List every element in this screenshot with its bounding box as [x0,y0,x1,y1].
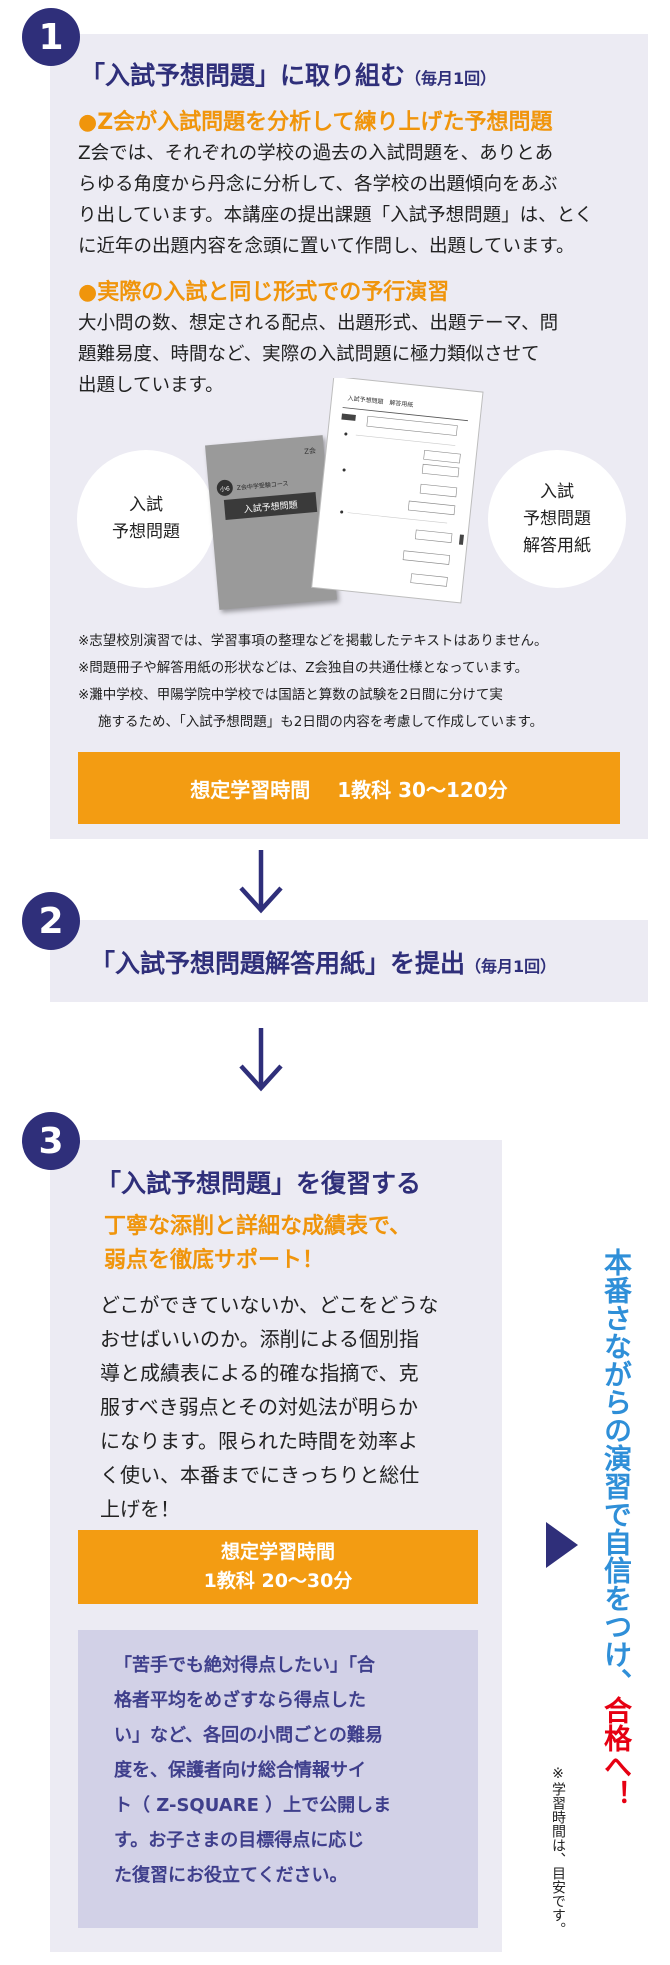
step1-note-1: ※志望校別演習では、学習事項の整理などを掲載したテキストはありません。 [78,633,548,649]
slogan-text: 本番さながらの演習で自信をつけ、 [600,1248,633,1696]
subheading-line: 丁寧な添削と詳細な成績表で、 [104,1214,412,1239]
support-line: い」など、各回の小問ごとの難易 [114,1725,383,1746]
slogan-emphasis: 合格へ！ [600,1696,633,1808]
text-line: になります。限られた時間を効率よ [100,1429,418,1453]
answer-sheet-label: 入試 予想問題 解答用紙 [488,450,626,588]
text-line: 導と成績表による的確な指摘で、克 [100,1361,419,1385]
study-time-text: 想定学習時間 1教科 30〜120分 [190,777,508,802]
step3-title: 「入試予想問題」を復習する [96,1169,422,1198]
text-line: り出しています。本講座の提出課題「入試予想問題」は、とく [78,205,594,226]
step1-title: 「入試予想問題」に取り組む（毎月1回） [80,56,496,92]
label-line: 入試 [540,481,574,502]
study-time-line: 1教科 20〜30分 [203,1570,353,1592]
step1-point1-heading: ●Z会が入試問題を分析して練り上げた予想問題 [78,110,553,135]
text-line: 大小問の数、想定される配点、出題形式、出題テーマ、問 [78,313,559,334]
step3-number-badge: 3 [22,1112,80,1170]
step1-note-2: ※問題冊子や解答用紙の形状などは、Z会独自の共通仕様となっています。 [78,660,529,676]
booklet-grade-badge: 小6 [216,479,234,497]
exam-problems-label: 入試 予想問題 [77,450,215,588]
text-line: 題難易度、時間など、実際の入試問題に極力類似させて [78,344,540,365]
side-slogan: 本番さながらの演習で自信をつけ、合格へ！ [596,1248,636,1808]
support-line: 度を、保護者向け総合情報サイ [114,1760,366,1781]
step2-title: 「入試予想問題解答用紙」を提出（毎月1回） [90,944,556,980]
step1-note-3: ※灘中学校、甲陽学院中学校では国語と算数の試験を2日間に分けて実 [78,687,503,703]
text-line: どこができていないか、どこをどうな [100,1293,439,1317]
booklet-series: Z会中学受験コース [236,480,289,492]
text-line: く使い、本番までにきっちりと総仕 [100,1463,420,1487]
text-line: に近年の出題内容を念頭に置いて作問し、出題しています。 [78,236,575,257]
step2-title-note: （毎月1回） [465,957,557,976]
text-line: 上げを！ [100,1497,180,1521]
text-line: Z会では、それぞれの学校の過去の入試問題を、ありとあ [78,143,554,164]
step3-support-box: 「苦手でも絶対得点したい」「合 格者平均をめざすなら得点した い」など、各回の小… [78,1630,478,1928]
support-line: た復習にお役立てください。 [114,1865,348,1886]
step3-body: どこができていないか、どこをどうな おせばいいのか。添削による個別指 導と成績表… [100,1288,490,1526]
study-time-line: 想定学習時間 [220,1541,335,1563]
text-line: らゆる角度から丹念に分析して、各学校の出題傾向をあぶ [78,174,558,195]
step1-title-note: （毎月1回） [405,69,497,88]
step1-point1-body: Z会では、それぞれの学校の過去の入試問題を、ありとあ らゆる角度から丹念に分析し… [78,138,643,262]
support-line: す。お子さまの目標得点に応じ [114,1830,365,1851]
side-footnote: ※学習時間は、目安です。 [550,1766,566,1936]
label-line: 解答用紙 [523,535,591,556]
subheading-line: 弱点を徹底サポート！ [104,1248,325,1273]
step3-subheading: 丁寧な添削と詳細な成績表で、 弱点を徹底サポート！ [104,1210,411,1278]
step1-note-4: 施するため、「入試予想問題」も2日間の内容を考慮して作成しています。 [98,714,544,730]
support-line: ト（ Z-SQUARE ）上で公開しま [114,1795,392,1816]
label-line: 予想問題 [523,508,591,529]
label-line: 予想問題 [112,522,180,542]
support-line: 格者平均をめざすなら得点した [114,1690,366,1711]
down-arrow-icon [239,1028,283,1092]
step2-panel [50,920,648,1002]
step3-study-time-box: 想定学習時間 1教科 20〜30分 [78,1530,478,1604]
step1-number-badge: 1 [22,8,80,66]
down-arrow-icon [239,850,283,914]
step1-point2-body: 大小問の数、想定される配点、出題形式、出題テーマ、問 題難易度、時間など、実際の… [78,308,643,401]
step1-title-text: 「入試予想問題」に取り組む [80,61,406,90]
step2-title-text: 「入試予想問題解答用紙」を提出 [90,949,466,978]
answer-sheet-image: 入試予想問題 解答用紙 [311,378,484,604]
step1-point2-heading: ●実際の入試と同じ形式での予行演習 [78,280,450,305]
support-line: 「苦手でも絶対得点したい」「合 [114,1655,375,1676]
right-triangle-icon [546,1522,578,1568]
text-line: 服すべき弱点とその対処法が明らか [100,1395,418,1419]
text-line: おせばいいのか。添削による個別指 [100,1327,419,1351]
text-line: 出題しています。 [78,375,224,396]
step2-number-badge: 2 [22,892,80,950]
step1-study-time-box: 想定学習時間 1教科 30〜120分 [78,752,620,824]
label-line: 入試 [129,495,163,515]
